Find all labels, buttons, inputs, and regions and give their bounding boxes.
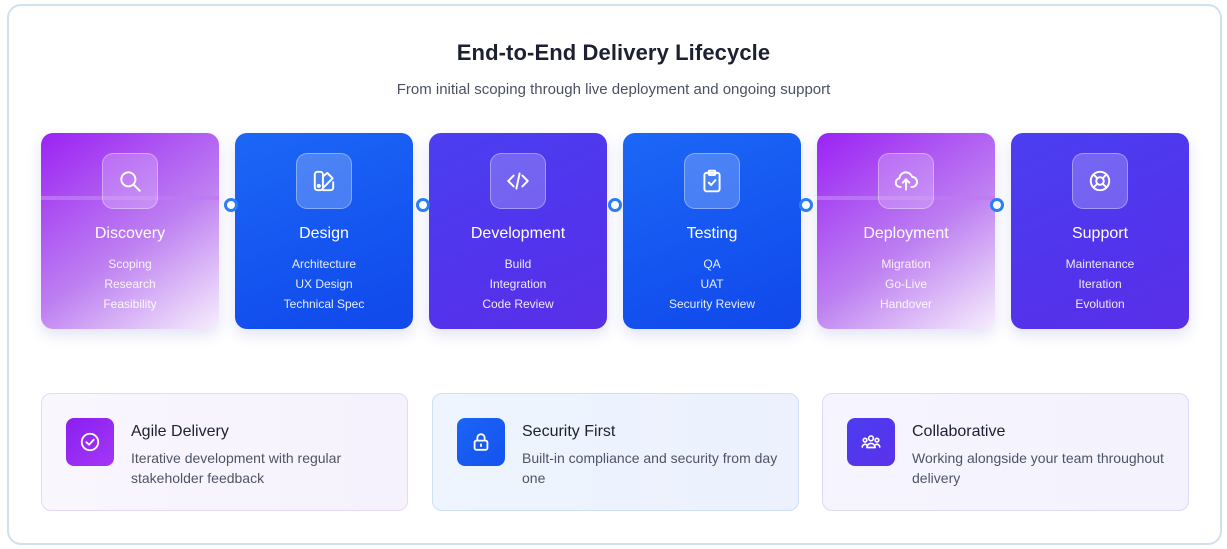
feature-description: Working alongside your team throughout d… <box>912 450 1164 486</box>
stage-development: Development Build Integration Code Revie… <box>429 133 607 329</box>
stage-item: Security Review <box>668 297 756 311</box>
page-subtitle: From initial scoping through live deploy… <box>396 81 831 98</box>
stage-item: Build <box>504 257 532 271</box>
clipboard-check-icon <box>684 153 740 209</box>
stage-name: Deployment <box>863 225 949 242</box>
page-title: End-to-End Delivery Lifecycle <box>456 40 771 65</box>
stage-name: Discovery <box>94 225 166 242</box>
stage-item: Feasibility <box>103 297 157 311</box>
timeline-connector <box>608 198 622 212</box>
feature-card-collaborative: Collaborative Working alongside your tea… <box>822 393 1189 511</box>
stage-item: Migration <box>881 257 931 271</box>
stage-item: QA <box>703 257 721 271</box>
stage-item: Evolution <box>1075 297 1125 311</box>
cloud-upload-icon <box>878 153 934 209</box>
stage-item: Handover <box>879 297 933 311</box>
stage-testing: Testing QA UAT Security Review <box>623 133 801 329</box>
check-circle-icon <box>66 418 114 466</box>
timeline-connector <box>990 198 1004 212</box>
timeline-line <box>817 196 995 200</box>
stage-item: UAT <box>700 277 724 291</box>
feature-description: Iterative development with regular stake… <box>131 450 342 486</box>
stage-item: Code Review <box>482 297 554 311</box>
code-icon <box>490 153 546 209</box>
feature-title: Security First <box>522 423 616 440</box>
design-palette-icon <box>296 153 352 209</box>
stage-name: Development <box>470 225 566 242</box>
lifebuoy-icon <box>1072 153 1128 209</box>
stage-item: UX Design <box>295 277 353 291</box>
stage-name: Support <box>1071 225 1129 242</box>
stage-item: Technical Spec <box>283 297 365 311</box>
stage-design: Design Architecture UX Design Technical … <box>235 133 413 329</box>
stage-support: Support Maintenance Iteration Evolution <box>1011 133 1189 329</box>
stage-name: Design <box>299 225 349 242</box>
stage-item: Architecture <box>291 257 357 271</box>
stage-item: Iteration <box>1078 277 1122 291</box>
stage-item: Research <box>104 277 156 291</box>
stage-name: Testing <box>686 225 738 242</box>
timeline-connector <box>224 198 238 212</box>
feature-title: Agile Delivery <box>131 423 229 440</box>
stage-item: Integration <box>489 277 547 291</box>
timeline-connector <box>416 198 430 212</box>
stage-item: Maintenance <box>1065 257 1135 271</box>
stage-discovery: Discovery Scoping Research Feasibility <box>41 133 219 329</box>
search-icon <box>102 153 158 209</box>
timeline-line <box>41 196 219 200</box>
feature-description: Built-in compliance and security from da… <box>522 450 778 486</box>
timeline-connector <box>799 198 813 212</box>
feature-title: Collaborative <box>912 423 1006 440</box>
stage-item: Scoping <box>108 257 152 271</box>
feature-card-security: Security First Built-in compliance and s… <box>432 393 799 511</box>
stage-item: Go-Live <box>884 277 928 291</box>
team-icon <box>847 418 895 466</box>
feature-card-agile: Agile Delivery Iterative development wit… <box>41 393 408 511</box>
stage-deployment: Deployment Migration Go-Live Handover <box>817 133 995 329</box>
lock-icon <box>457 418 505 466</box>
